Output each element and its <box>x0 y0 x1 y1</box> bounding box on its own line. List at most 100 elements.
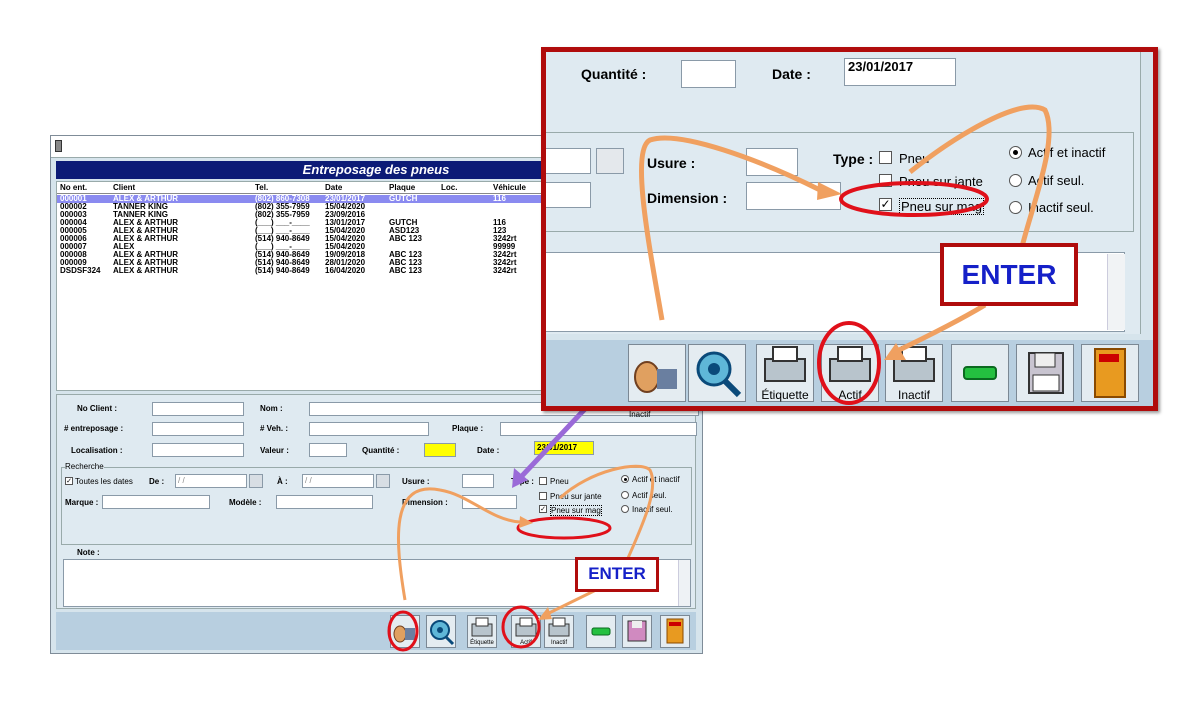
search-button[interactable] <box>390 615 420 648</box>
dimension-label: Dimension : <box>402 498 448 507</box>
cell-date: 15/04/2020 <box>325 202 366 211</box>
save-button[interactable] <box>622 615 652 648</box>
printer-icon <box>471 617 493 637</box>
zoom-note-scrollbar[interactable] <box>1107 254 1125 330</box>
zoom-pneu-mag-checkbox[interactable]: ✓ <box>879 197 892 211</box>
zoom-actif-seul-radio[interactable] <box>1009 174 1022 187</box>
column-header-tel[interactable]: Tel. <box>255 183 269 192</box>
zoom-inactif-button[interactable]: Inactif <box>885 344 943 402</box>
cell-plaque: ABC 123 <box>389 234 422 243</box>
zoom-a-date-field[interactable] <box>546 148 591 174</box>
etiquette-button[interactable]: Étiquette <box>467 615 497 648</box>
pneu-jante-checkbox[interactable] <box>539 492 547 500</box>
actif-button[interactable]: Actif <box>511 615 541 648</box>
de-date-field[interactable]: / / <box>175 474 247 488</box>
zoom-actif-label: Actif <box>838 388 862 402</box>
a-date-field[interactable]: / / <box>302 474 374 488</box>
zoom-search-button[interactable] <box>628 344 686 402</box>
cell-tel: (___) ___-____ <box>255 218 310 227</box>
zoom-inactif-seul-radio[interactable] <box>1009 201 1022 214</box>
zoom-pneu-jante-checkbox[interactable] <box>879 174 892 187</box>
localisation-field[interactable] <box>152 443 244 457</box>
exit-button[interactable] <box>660 615 690 648</box>
zoom-pneu-mag-label: Pneu sur mag <box>899 198 984 215</box>
note-scrollbar[interactable] <box>678 560 690 606</box>
cell-tel: (514) 940-8649 <box>255 250 310 259</box>
cell-no: 000002 <box>60 202 87 211</box>
cell-veh: 116 <box>493 218 506 227</box>
column-header-date[interactable]: Date <box>325 183 343 192</box>
a-label: À : <box>277 477 288 486</box>
inactif-button[interactable]: Inactif <box>544 615 574 648</box>
actif-seul-radio[interactable] <box>621 491 629 499</box>
entreposage-field[interactable] <box>152 422 244 436</box>
cell-date: 16/04/2020 <box>325 266 366 275</box>
zoom-calendar-icon[interactable] <box>596 148 624 174</box>
zoom-exit-button[interactable] <box>1081 344 1139 402</box>
date-field[interactable]: 23/01/2017 <box>534 441 594 455</box>
de-label: De : <box>149 477 165 486</box>
floppy-disk-icon <box>1028 352 1064 394</box>
zoom-pneu-checkbox[interactable] <box>879 151 892 164</box>
cell-no: 000009 <box>60 258 87 267</box>
zoom-actif-button[interactable]: Actif <box>821 344 879 402</box>
date-label: Date : <box>477 446 500 455</box>
toutes-dates-checkbox[interactable]: ✓ <box>65 477 73 485</box>
cell-no: 000004 <box>60 218 87 227</box>
zoom-date-field[interactable]: 23/01/2017 <box>844 58 956 86</box>
zoom-toolbar: Étiquette Actif Inactif <box>546 340 1153 406</box>
app-icon <box>55 140 62 152</box>
zoom-quantite-field[interactable] <box>681 60 736 88</box>
zoom-dimension-label: Dimension : <box>647 190 728 206</box>
column-header-vehicule[interactable]: Véhicule <box>493 183 526 192</box>
zoom-modele-field[interactable] <box>546 182 591 208</box>
column-header-loc[interactable]: Loc. <box>441 183 458 192</box>
zoom-dimension-field[interactable] <box>746 182 841 210</box>
actif-inactif-radio[interactable] <box>621 475 629 483</box>
column-header-no[interactable]: No ent. <box>60 183 88 192</box>
printer-icon <box>893 346 935 382</box>
quantite-field[interactable] <box>424 443 456 457</box>
zoom-save-button[interactable] <box>1016 344 1074 402</box>
valeur-field[interactable] <box>309 443 347 457</box>
cell-tel: (514) 940-8649 <box>255 266 310 275</box>
cell-no: 000001 <box>60 194 87 203</box>
cell-veh: 3242rt <box>493 258 517 267</box>
recherche-group <box>61 467 692 545</box>
modele-field[interactable] <box>276 495 373 509</box>
pneu-mag-checkbox[interactable]: ✓ <box>539 505 547 513</box>
zoom-minus-button[interactable] <box>951 344 1009 402</box>
de-calendar-icon[interactable] <box>249 474 263 488</box>
column-header-client[interactable]: Client <box>113 183 136 192</box>
zoom-actif-inactif-radio[interactable] <box>1009 146 1022 159</box>
zoom-view-button[interactable] <box>688 344 746 402</box>
pneu-checkbox[interactable] <box>539 477 547 485</box>
dimension-field[interactable] <box>462 495 517 509</box>
inactif-seul-radio[interactable] <box>621 505 629 513</box>
etiquette-label: Étiquette <box>470 640 494 646</box>
plaque-field[interactable] <box>500 422 697 436</box>
zoom-etiquette-button[interactable]: Étiquette <box>756 344 814 402</box>
printer-icon <box>548 617 570 637</box>
usure-field[interactable] <box>462 474 494 488</box>
no-client-field[interactable] <box>152 402 244 416</box>
a-calendar-icon[interactable] <box>376 474 390 488</box>
column-header-plaque[interactable]: Plaque <box>389 183 416 192</box>
zoom-inactif-label: Inactif <box>897 388 930 402</box>
view-button[interactable] <box>426 615 456 648</box>
floppy-disk-icon <box>627 620 647 642</box>
zoom-usure-field[interactable] <box>746 148 798 176</box>
veh-field[interactable] <box>309 422 429 436</box>
minus-button[interactable] <box>586 615 616 648</box>
marque-field[interactable] <box>102 495 210 509</box>
